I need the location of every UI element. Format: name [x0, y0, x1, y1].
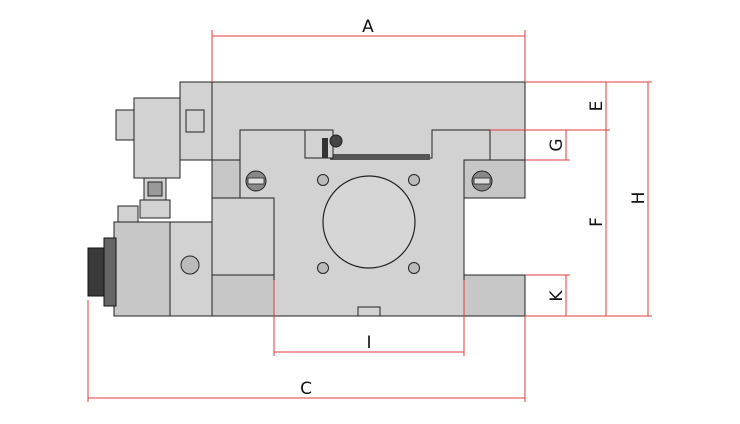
- dim-label-K: K: [547, 290, 567, 302]
- dim-label-I: I: [366, 333, 371, 353]
- dim-label-F: F: [587, 217, 607, 227]
- dimension-E: E: [587, 82, 607, 130]
- dimension-C: C: [87, 300, 526, 402]
- valve-body: [133, 97, 181, 179]
- main-body: [211, 81, 526, 317]
- fitting-elbow: [139, 199, 171, 219]
- dimension-H: H: [629, 82, 649, 316]
- bottom-tab: [357, 306, 381, 317]
- center-bore: [322, 175, 416, 269]
- dimension-F: F: [587, 130, 607, 316]
- dim-label-A: A: [362, 17, 374, 37]
- right-lower-step: [463, 274, 526, 317]
- mount-hole-br: [408, 262, 420, 274]
- clamp-pin: [322, 138, 328, 158]
- connector-collar: [103, 237, 117, 307]
- screw-left: [245, 170, 267, 192]
- connector-plug: [87, 247, 105, 297]
- dim-label-H: H: [629, 192, 649, 205]
- mount-hole-bl: [317, 262, 329, 274]
- slot-bar: [330, 154, 430, 160]
- dimension-A: A: [211, 17, 526, 82]
- sensor-screw: [180, 255, 200, 275]
- left-lower-step: [211, 274, 275, 317]
- sensor-housing: [113, 221, 171, 317]
- clamp-knob: [329, 134, 343, 148]
- left-step: [211, 159, 241, 199]
- clamp-block: [304, 129, 334, 159]
- dimension-I: I: [273, 280, 465, 356]
- dim-label-G: G: [547, 138, 567, 151]
- screw-right: [471, 170, 493, 192]
- fitting-nut: [147, 181, 163, 197]
- dimension-G: G: [547, 130, 567, 160]
- dim-label-E: E: [587, 101, 607, 112]
- valve-assembly: [115, 81, 213, 219]
- valve-cap: [115, 109, 135, 141]
- sensor-neck: [117, 205, 139, 223]
- dimension-K: K: [547, 275, 567, 316]
- sensor-assembly: [87, 205, 213, 317]
- mount-hole-tr: [408, 174, 420, 186]
- valve-port: [185, 109, 205, 133]
- mount-hole-tl: [317, 174, 329, 186]
- dim-label-C: C: [300, 379, 312, 399]
